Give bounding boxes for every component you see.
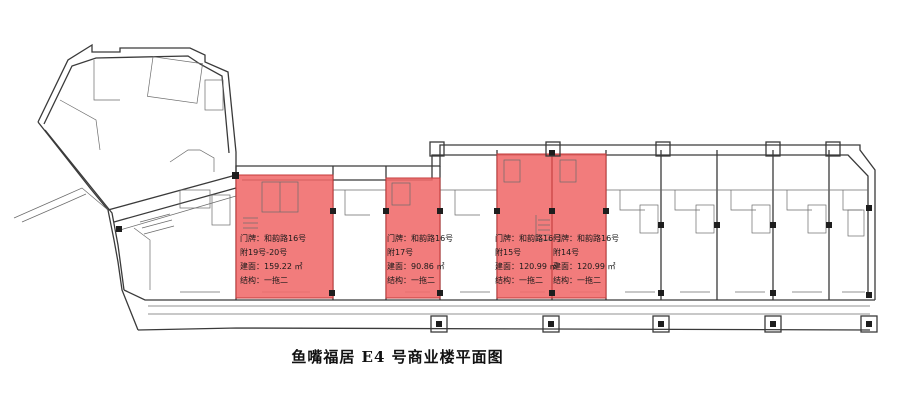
unit-label-line: 结构：一拖二 — [553, 275, 601, 285]
unit-label-line: 附17号 — [387, 247, 413, 257]
unit-label-line: 建面：120.99 ㎡ — [495, 261, 558, 271]
unit-label-line: 建面：120.99 ㎡ — [553, 261, 616, 271]
unit-label-line: 附15号 — [495, 247, 521, 257]
caption-text: 鱼嘴福居 E4 号商业楼平面图 — [291, 348, 504, 366]
unit-label-line: 门牌：和韵路16号 — [240, 233, 306, 243]
unit-label-line: 建面：159.22 ㎡ — [240, 261, 303, 271]
unit-label-line: 附14号 — [553, 247, 579, 257]
unit-label-line: 门牌：和韵路16号 — [553, 233, 619, 243]
unit-labels: 门牌：和韵路16号 附19号-20号 建面：159.22 ㎡ 结构：一拖二 门牌… — [240, 233, 619, 285]
unit-label-line: 门牌：和韵路16号 — [387, 233, 453, 243]
unit-17-area[interactable] — [385, 177, 441, 299]
unit-label-line: 建面：90.86 ㎡ — [387, 261, 444, 271]
structural-columns — [116, 150, 872, 298]
unit-label-line: 结构：一拖二 — [387, 275, 435, 285]
unit-15-area[interactable] — [496, 153, 553, 299]
unit-label-line: 结构：一拖二 — [240, 275, 288, 285]
left-wing-walls — [13, 43, 237, 331]
unit-14-area[interactable] — [551, 153, 607, 299]
unit-label-line: 结构：一拖二 — [495, 275, 543, 285]
unit-19-20-area[interactable] — [235, 174, 334, 299]
unit-label-line: 门牌：和韵路16号 — [495, 233, 561, 243]
colonnade-pads — [429, 141, 878, 333]
unit-label-line: 附19号-20号 — [240, 247, 287, 257]
main-strip-walls — [123, 144, 876, 331]
highlighted-units — [235, 153, 607, 299]
plan-caption: 鱼嘴福居 E4 号商业楼平面图 — [0, 346, 919, 367]
unit-interior-details — [243, 159, 577, 241]
